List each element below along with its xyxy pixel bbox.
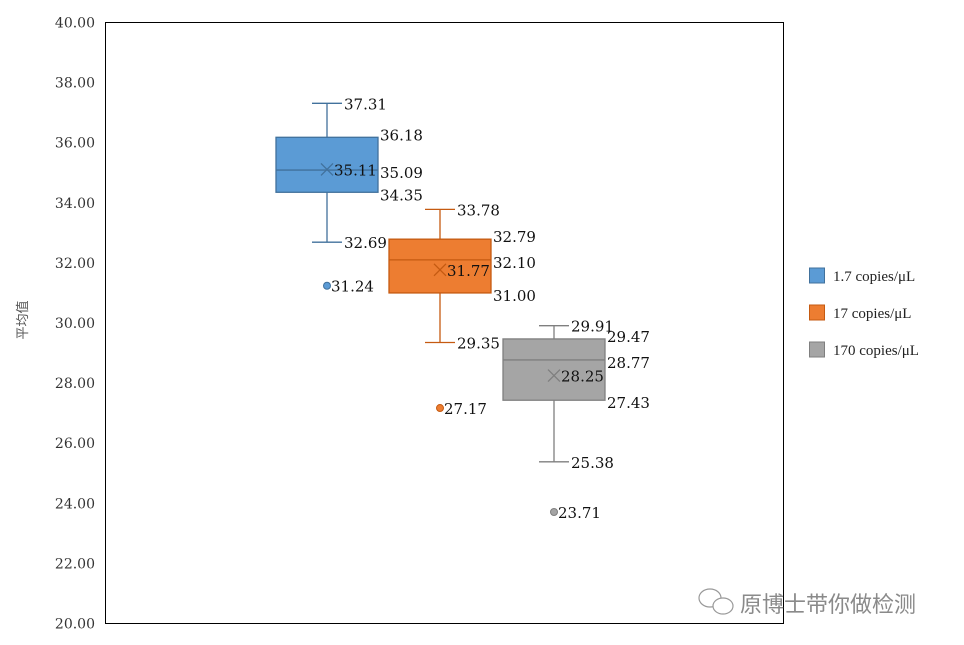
outlier-label: 31.24: [331, 278, 374, 296]
y-tick-label: 28.00: [55, 376, 95, 392]
median-label: 28.77: [607, 354, 650, 372]
box-iqr: [275, 136, 379, 193]
legend-item-2: 170 copies/μL: [809, 341, 919, 359]
whisker-high-label: 33.78: [457, 201, 500, 219]
y-tick-label: 38.00: [55, 76, 95, 92]
y-tick-label: 32.00: [55, 256, 95, 272]
q1-label: 27.43: [607, 394, 650, 412]
whisker-low-label: 29.35: [457, 335, 500, 353]
outlier-label: 23.71: [558, 504, 601, 522]
legend-label: 1.7 copies/μL: [833, 269, 915, 285]
whisker-low-label: 32.69: [344, 234, 387, 252]
box-iqr: [388, 238, 492, 294]
y-axis-title: 平均值: [15, 300, 31, 339]
q1-label: 34.35: [380, 186, 423, 204]
legend-label: 17 copies/μL: [833, 306, 911, 322]
y-tick-label: 40.00: [55, 16, 95, 32]
plot-area: [105, 22, 784, 624]
outlier-label: 27.17: [444, 400, 487, 418]
y-tick-label: 30.00: [55, 316, 95, 332]
median-label: 32.10: [493, 254, 536, 272]
q3-label: 32.79: [493, 228, 536, 246]
wechat-icon: [698, 588, 734, 615]
mean-label: 28.25: [561, 368, 604, 386]
legend-item-0: 1.7 copies/μL: [809, 267, 915, 285]
y-tick-label: 24.00: [55, 496, 95, 512]
whisker-high-label: 37.31: [344, 95, 387, 113]
mean-label: 35.11: [334, 161, 377, 179]
y-tick-label: 20.00: [55, 617, 95, 633]
q3-label: 29.47: [607, 328, 650, 346]
legend-item-1: 17 copies/μL: [809, 304, 911, 322]
legend-swatch: [809, 304, 825, 321]
q3-label: 36.18: [380, 126, 423, 144]
legend-swatch: [809, 341, 825, 358]
mean-marker: [433, 263, 447, 277]
q1-label: 31.00: [493, 287, 536, 305]
whisker-high-label: 29.91: [571, 318, 614, 336]
mean-marker: [320, 162, 334, 176]
mean-label: 31.77: [447, 262, 490, 280]
box-iqr: [502, 338, 606, 401]
mean-marker: [547, 369, 561, 383]
y-tick-label: 34.00: [55, 196, 95, 212]
watermark-text: 原博士带你做检测: [740, 593, 916, 618]
y-tick-label: 26.00: [55, 436, 95, 452]
outlier-point: [550, 508, 558, 517]
outlier-point: [436, 404, 444, 413]
legend-swatch: [809, 267, 825, 284]
legend-label: 170 copies/μL: [833, 343, 919, 359]
y-tick-label: 22.00: [55, 556, 95, 572]
median-label: 35.09: [380, 164, 423, 182]
whisker-low-label: 25.38: [571, 454, 614, 472]
watermark: 原博士带你做检测: [698, 588, 916, 618]
y-tick-label: 36.00: [55, 136, 95, 152]
outlier-point: [323, 281, 331, 290]
